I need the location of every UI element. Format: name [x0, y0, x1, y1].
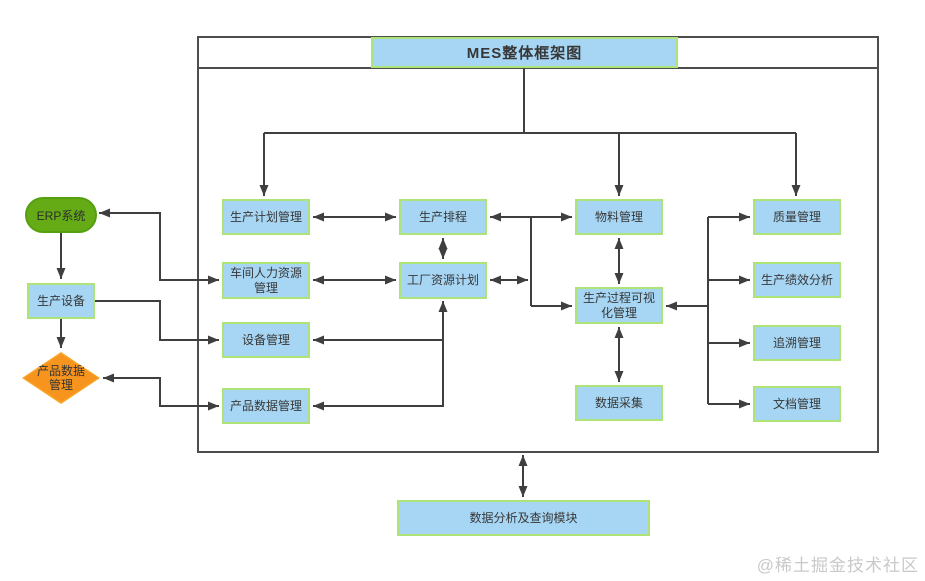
connector-diamond-product-data [103, 373, 219, 411]
node-document-mgmt: 文档管理 [753, 386, 841, 422]
node-data-analysis-query: 数据分析及查询模块 [397, 500, 650, 536]
node-trace-mgmt: 追溯管理 [753, 325, 841, 361]
watermark: @稀土掘金技术社区 [756, 556, 919, 575]
node-device-mgmt: 设备管理 [222, 322, 310, 358]
connector-product-data-factory [313, 340, 444, 411]
node-workshop-hr-mgmt: 车间人力资源管理 [222, 262, 310, 299]
connector-device-factory [313, 301, 448, 345]
connector-erp-workshop-hr [99, 208, 219, 285]
node-production-plan-mgmt: 生产计划管理 [222, 199, 310, 235]
node-material-mgmt: 物料管理 [575, 199, 663, 235]
node-data-collection: 数据采集 [575, 385, 663, 421]
node-production-equipment: 生产设备 [27, 283, 95, 319]
node-erp-system: ERP系统 [25, 197, 97, 233]
diagram-title: MES整体框架图 [371, 37, 678, 68]
node-performance-analysis: 生产绩效分析 [753, 262, 841, 298]
connector-equipment-to-device [95, 300, 219, 345]
node-production-scheduling: 生产排程 [399, 199, 487, 235]
node-label: 产品数据管理 [36, 363, 85, 392]
node-quality-mgmt: 质量管理 [753, 199, 841, 235]
node-factory-resource-plan: 工厂资源计划 [399, 262, 487, 299]
node-product-data-mgmt: 产品数据管理 [222, 388, 310, 424]
node-process-visualization-mgmt: 生产过程可视化管理 [575, 287, 663, 324]
